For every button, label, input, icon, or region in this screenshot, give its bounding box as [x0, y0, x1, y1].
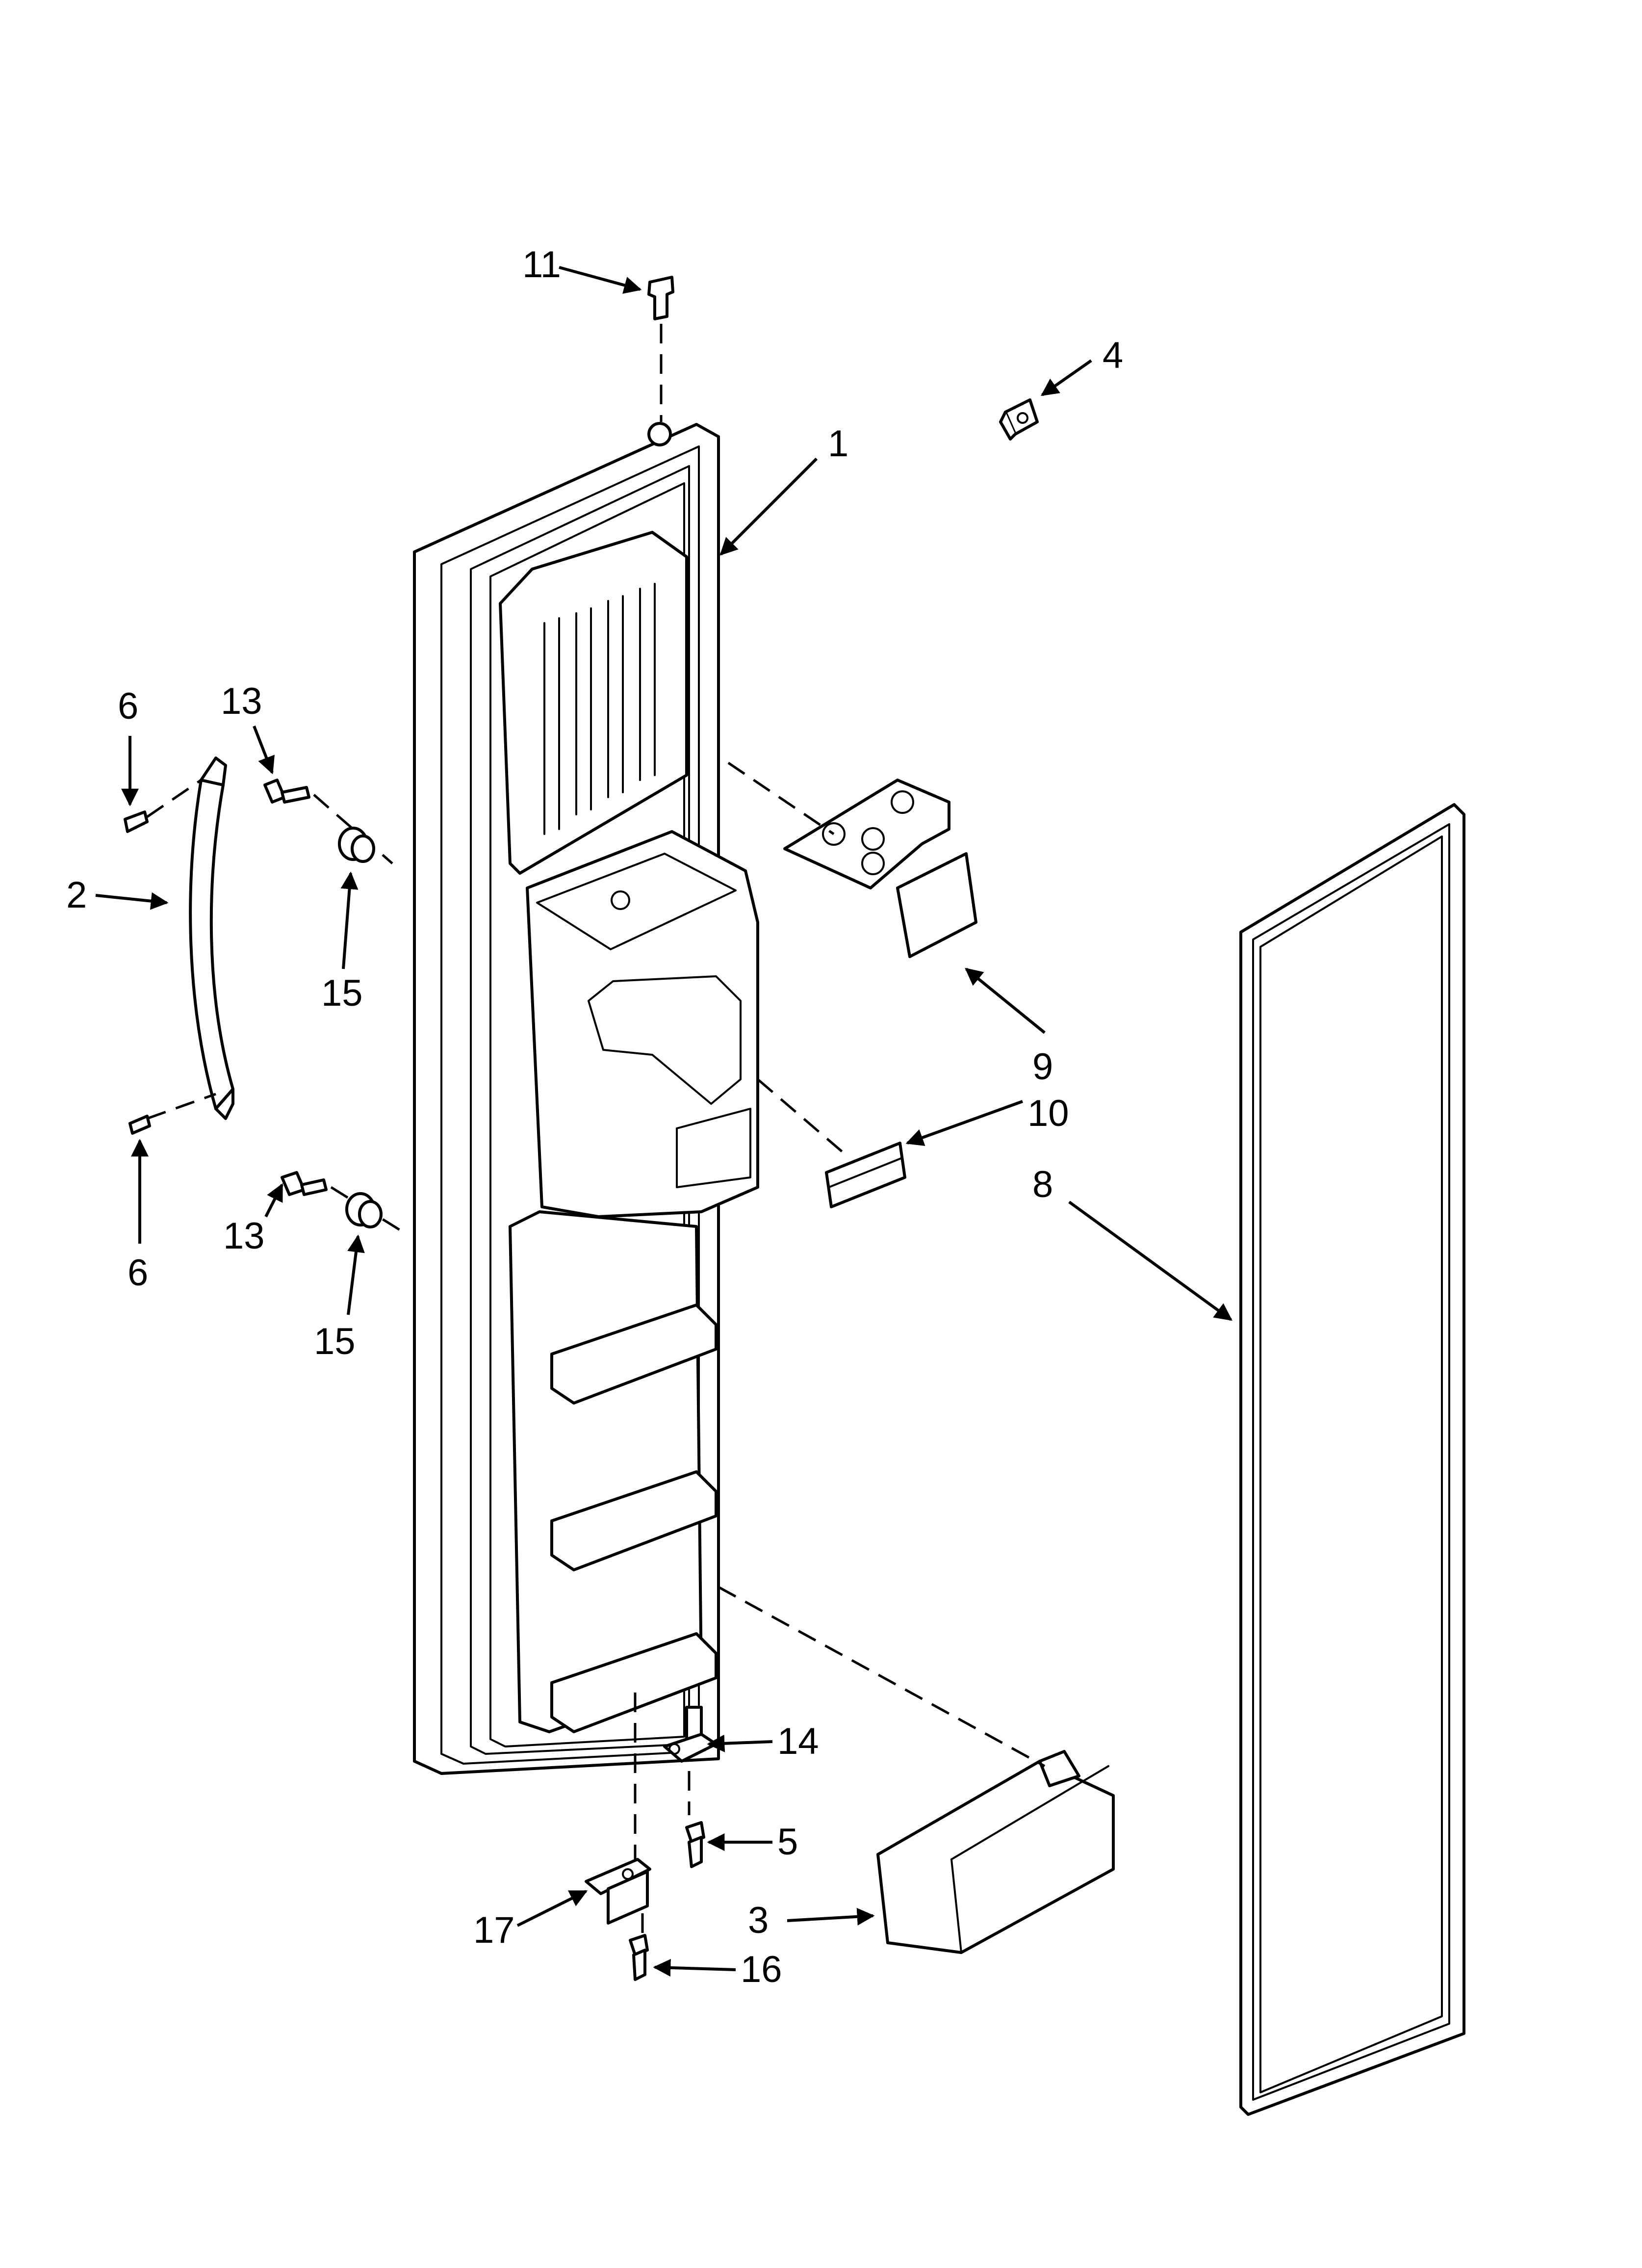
callout-13-upper: 13 — [221, 680, 262, 722]
callout-3: 3 — [748, 1900, 769, 1941]
callout-14: 14 — [777, 1721, 819, 1762]
shelf-3 — [550, 1632, 718, 1733]
liner-upper — [499, 531, 688, 875]
part-8-gasket — [1239, 803, 1465, 2116]
callout-leaders — [95, 266, 1232, 1977]
door-hole — [647, 422, 672, 446]
callout-2: 2 — [66, 874, 87, 916]
callout-5: 5 — [777, 1821, 798, 1863]
part-6-screw-lower — [128, 1115, 151, 1135]
part-15-spacer-upper — [338, 827, 375, 863]
callout-8: 8 — [1032, 1164, 1053, 1205]
part-15-spacer-lower — [345, 1192, 383, 1228]
callout-10: 10 — [1027, 1093, 1069, 1134]
part-11-plug — [647, 276, 674, 320]
callout-15-lower: 15 — [314, 1321, 356, 1362]
callout-6-upper: 6 — [118, 685, 138, 727]
part-14-hinge-pin — [663, 1706, 718, 1763]
callout-17: 17 — [473, 1909, 515, 1951]
liner-lower — [509, 1210, 718, 1733]
callout-16: 16 — [741, 1949, 782, 1990]
part-16-screw — [629, 1934, 649, 1981]
part-10-bar — [825, 1142, 906, 1208]
callout-6-lower: 6 — [128, 1252, 148, 1294]
callout-4: 4 — [1103, 335, 1123, 376]
callout-9: 9 — [1032, 1046, 1053, 1088]
callout-1: 1 — [828, 423, 848, 465]
callout-15-upper: 15 — [321, 972, 363, 1014]
shelf-1 — [550, 1303, 718, 1405]
part-4-clip — [999, 398, 1039, 441]
part-6-screw-upper — [124, 810, 149, 833]
callout-labels: 11 4 1 6 13 2 15 9 10 8 6 13 15 14 5 3 1… — [66, 244, 1123, 1990]
part-9-cover — [783, 779, 977, 958]
part-17-hinge — [585, 1858, 651, 1925]
part-13-screw-lower — [281, 1171, 328, 1196]
part-2-handle — [189, 756, 234, 1120]
part-13-screw-upper — [263, 779, 310, 804]
part-5-screw — [685, 1821, 705, 1868]
part-3-bin — [876, 1750, 1115, 1954]
callout-11: 11 — [522, 244, 561, 286]
dispenser-housing — [526, 830, 759, 1218]
callout-13-lower: 13 — [223, 1215, 265, 1257]
shelf-2 — [550, 1470, 718, 1571]
